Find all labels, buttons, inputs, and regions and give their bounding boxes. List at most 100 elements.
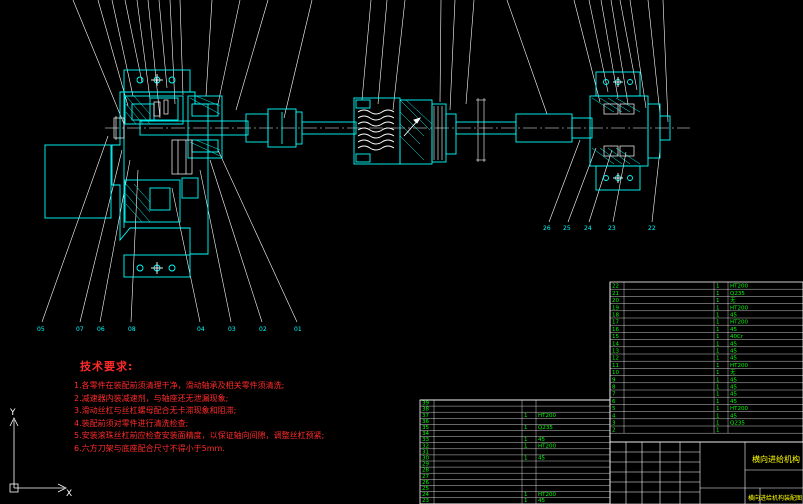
title-block[interactable] [609, 441, 803, 504]
balloon-label: 05 [37, 326, 45, 333]
table-cell: 1 [716, 370, 720, 376]
table-cell: HT200 [730, 406, 748, 412]
table-cell: 1 [716, 377, 720, 383]
table-cell: 45 [730, 349, 737, 355]
table-cell: HT200 [730, 363, 748, 369]
gearbox-housing-assembly[interactable] [44, 69, 303, 278]
table-cell: 45 [730, 377, 737, 383]
leadscrew-nut-assembly[interactable] [301, 97, 486, 165]
table-cell: 1 [716, 356, 720, 362]
table-cell: HT200 [538, 413, 556, 419]
table-cell: 14 [612, 341, 619, 347]
gear-section-hatch [125, 95, 221, 223]
table-cell: 45 [730, 385, 737, 391]
balloon-label: 26 [543, 225, 551, 232]
technical-requirements: 技术要求: 1.各零件在装配前须清理干净，滑动轴承及相关零件须清洗; 2.减速器… [74, 358, 404, 456]
sheet-border [420, 282, 611, 401]
table-cell: 45 [730, 356, 737, 362]
drawing-subtitle: 横向进给机构装配图 [748, 494, 802, 502]
table-cell: 16 [612, 327, 619, 333]
table-cell: 22 [612, 284, 619, 290]
table-cell: 1 [716, 349, 720, 355]
table-cell: 1 [716, 341, 720, 347]
table-cell: 3 [612, 421, 616, 427]
table-cell: 45 [538, 498, 545, 504]
table-cell: 21 [612, 291, 619, 297]
table-cell: 32 [422, 443, 429, 449]
table-cell: 1 [716, 413, 720, 419]
leader-lines-right [548, 139, 661, 223]
table-cell: 1 [716, 334, 720, 340]
table-cell: 19 [612, 305, 619, 311]
table-cell: 1 [524, 425, 528, 431]
leader-lines-bottom [41, 135, 298, 323]
table-cell: 无 [730, 297, 736, 304]
table-cell: 9 [612, 377, 616, 383]
table-cell: 1 [716, 291, 720, 297]
table-cell: HT200 [538, 443, 556, 449]
table-cell: 1 [524, 437, 528, 443]
table-cell: 34 [422, 431, 429, 437]
table-cell: 1 [716, 428, 720, 434]
table-cell: 28 [422, 468, 429, 474]
table-cell: 7 [612, 392, 616, 398]
balloon-labels-right: 26 25 24 23 22 [543, 225, 656, 232]
table-cell: 33 [422, 437, 429, 443]
table-cell: 29 [422, 462, 429, 468]
balloon-label: 08 [128, 326, 136, 333]
table-cell: 40Cr [730, 334, 744, 340]
table-cell: 27 [422, 474, 429, 480]
table-cell: 31 [422, 449, 429, 455]
tech-requirement-line: 6.六方刀架与底座配合尺寸不得小于5mm. [74, 443, 225, 453]
table-cell: 37 [422, 413, 429, 419]
ucs-y-label: Y [9, 408, 16, 418]
table-cell: 36 [422, 419, 429, 425]
table-cell: 1 [716, 313, 720, 319]
table-cell: 18 [612, 313, 619, 319]
table-cell: HT200 [730, 305, 748, 311]
table-cell: 1 [716, 320, 720, 326]
tech-requirement-line: 5.安装滚珠丝杠前应检查安装面精度，以保证轴向间隙，调整丝杠预紧; [74, 431, 325, 441]
table-cell: 45 [730, 327, 737, 333]
ucs-x-label: X [66, 489, 72, 499]
table-cell: 1 [716, 363, 720, 369]
table-cell: 45 [538, 456, 545, 462]
table-cell: 26 [422, 480, 429, 486]
table-cell: 1 [524, 456, 528, 462]
table-cell: 23 [422, 498, 429, 504]
table-cell: 1 [716, 399, 720, 405]
table-cell: 无 [730, 369, 736, 376]
ballscrew-coils [357, 109, 395, 151]
table-cell: 45 [730, 313, 737, 319]
table-cell: 1 [716, 298, 720, 304]
table-cell: 1 [716, 284, 720, 290]
table-cell: 20 [612, 298, 619, 304]
table-cell: 25 [422, 486, 429, 492]
table-cell: 12 [612, 356, 619, 362]
table-cell: 1 [524, 443, 528, 449]
table-cell: 4 [612, 413, 616, 419]
table-cell: 45 [730, 341, 737, 347]
table-cell: 1 [716, 406, 720, 412]
tech-requirement-line: 4.装配前须对零件进行清洗检查; [74, 418, 189, 428]
balloon-label: 23 [608, 225, 616, 232]
table-cell: 30 [422, 456, 429, 462]
tech-requirements-title: 技术要求: [80, 360, 134, 373]
table-cell: 1 [524, 413, 528, 419]
tech-requirement-line: 3.滑动丝杠与丝杠螺母配合无卡滞现象和阻滞; [74, 406, 237, 416]
table-cell: 11 [612, 363, 619, 369]
table-cell: 1 [524, 492, 528, 498]
table-cell: 1 [716, 327, 720, 333]
support-bearing-assembly[interactable] [455, 71, 671, 191]
table-cell: Q235 [730, 291, 745, 297]
balloon-label: 01 [294, 326, 302, 333]
table-cell: 39 [422, 401, 429, 407]
table-cell: 10 [612, 370, 619, 376]
table-cell: Q235 [730, 421, 745, 427]
table-cell: 1 [716, 392, 720, 398]
table-cell: Q235 [538, 425, 553, 431]
table-cell: 24 [422, 492, 429, 498]
